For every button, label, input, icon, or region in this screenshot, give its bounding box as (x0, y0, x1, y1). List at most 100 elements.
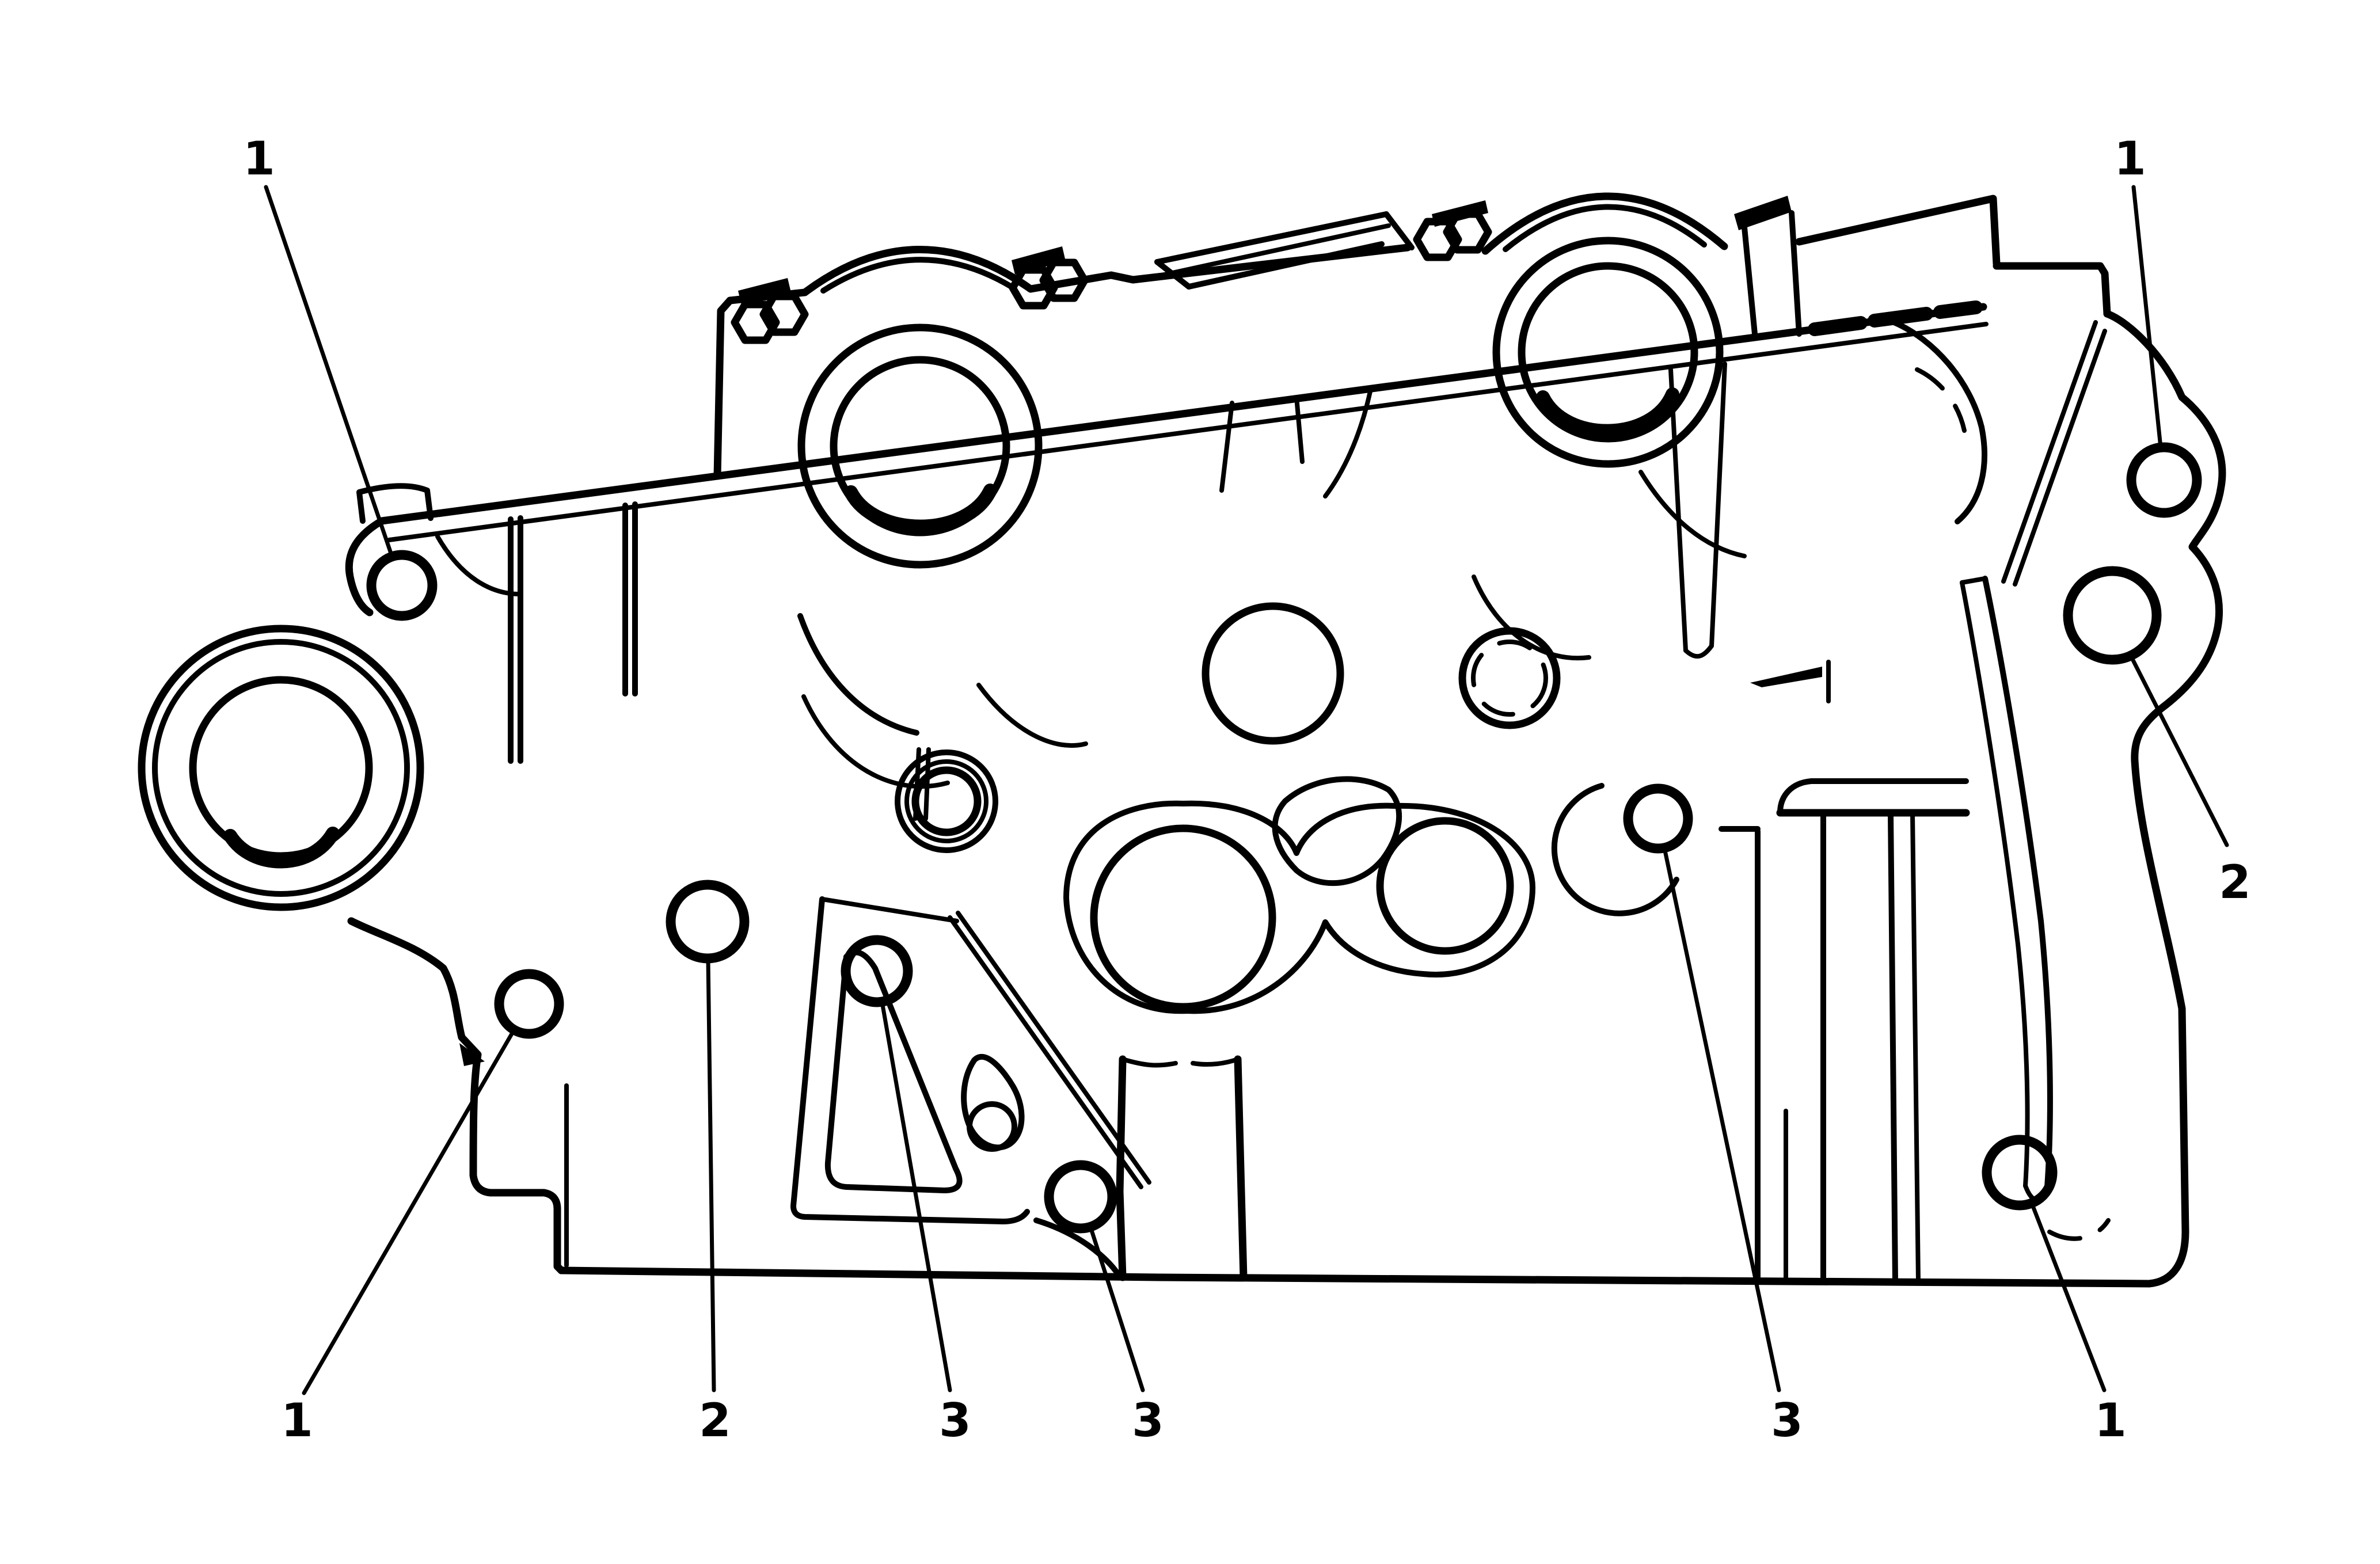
oil-gallery-blob (1272, 776, 1402, 886)
column-under-d-left (1116, 1055, 1127, 1281)
ring-port-c-outer (1458, 627, 1561, 729)
pocket-curve-1 (797, 613, 919, 736)
callout-leader-bottom-3c (1662, 846, 1781, 1392)
bracket-teardrop-hole (967, 1101, 1017, 1152)
callout-label-top-right-1: 1 (2114, 132, 2146, 185)
column-side-left (1742, 224, 1758, 337)
bracket-hypotenuse-a (948, 915, 1143, 1189)
flange-rib-b (2013, 329, 2107, 587)
bolt-hex-left-b (759, 292, 809, 336)
callout-label-top-left-1: 1 (243, 132, 275, 185)
port-b (1202, 602, 1344, 745)
gasket-hatch-1 (1808, 316, 1868, 336)
callout-leader-bottom-left-1 (302, 1028, 516, 1395)
deck-joint-lower-line (387, 322, 1989, 542)
carrier-top-right-edge (1795, 195, 2001, 268)
deck-joint-upper-line (378, 303, 1987, 525)
deck-rib-1 (1219, 401, 1234, 493)
cam-bore-2-shadow-arc (1536, 387, 1679, 438)
bolt-hex-mid-b (1039, 258, 1089, 302)
front-boss-shadow-arc (223, 827, 340, 869)
deck-rib-2 (1294, 395, 1305, 464)
bolt-hole-bottom-right-1 (1982, 1135, 2058, 1211)
callout-leader-bottom-3a (880, 999, 952, 1392)
bolt-hole-right-2 (2063, 566, 2162, 665)
right-flange-outline (2103, 310, 2226, 1288)
column-side-right (1789, 210, 1802, 337)
pocket-curve-3 (976, 683, 1088, 748)
right-bulge-arc (1891, 319, 1987, 524)
flange-rib-a (2001, 320, 2098, 584)
chamber-circle-d (1090, 824, 1276, 1011)
flange-slot-inner (1960, 580, 2030, 1188)
bolt-hole-bottom-3b (1044, 1160, 1117, 1234)
bolt-cap-left (738, 278, 791, 305)
callout-label-bottom-right-1: 1 (2094, 1394, 2127, 1447)
chamber-circle-e (1376, 817, 1514, 955)
column-cap (1734, 196, 1792, 230)
bolt-hole-bottom-3a (841, 935, 913, 1007)
rib-v5 (1910, 812, 1921, 1284)
cam-bore-2-inner (1518, 262, 1698, 443)
valve-cover-band-bottom (1186, 241, 1385, 290)
engine-line-art (138, 192, 2226, 1288)
callout-label-bottom-3a: 3 (939, 1394, 971, 1447)
callout-leader-right-2 (2128, 653, 2229, 847)
bolt-hole-top-right-1 (2126, 442, 2202, 518)
callout-label-right-2: 2 (2219, 855, 2251, 909)
taper-column-left (1668, 367, 1688, 653)
callout-leader-bottom-2 (706, 957, 716, 1392)
left-notch-wedge (459, 1043, 485, 1066)
bracket-inner-pocket (824, 949, 963, 1193)
head-top-right-step (1993, 262, 2111, 318)
chamber-boss-contour (1063, 800, 1535, 1014)
cam-bore-1-outer (797, 324, 1043, 569)
cam-bore-1-shadow-arc (844, 484, 997, 534)
boss-arc-around-3c (1551, 783, 1679, 916)
valve-cover-left-cap (1154, 259, 1192, 290)
front-boss-outer (138, 625, 424, 911)
bracket-outer (790, 896, 1030, 1224)
ring-port-c-inner (1471, 640, 1548, 717)
callout-label-bottom-3b: 3 (1132, 1394, 1164, 1447)
bottom-edge (557, 1266, 2153, 1288)
bracket-to-column-curve (1033, 1217, 1123, 1280)
front-boss-ring (152, 639, 410, 897)
cam-arch-2-outer (1481, 192, 1728, 255)
column-under-d-right (1234, 1055, 1248, 1281)
left-silhouette-upper (345, 517, 386, 617)
bolt-hex-right-a (1413, 218, 1462, 261)
port-curve-right-2 (1472, 574, 1591, 661)
gasket-hatch-3 (1933, 300, 1983, 319)
deck-rib-3 (1323, 389, 1373, 498)
bolt-hex-mid-a (1009, 266, 1058, 310)
ring-port-a-mid (904, 759, 989, 843)
column-under-d-top-left (1120, 1057, 1178, 1068)
callout-label-bottom-3c: 3 (1771, 1394, 1803, 1447)
bracket-teardrop (961, 1053, 1025, 1151)
bolt-hole-bottom-left-1 (494, 969, 564, 1039)
valve-cover-band-top (1154, 211, 1389, 265)
rib-v4 (1888, 811, 1898, 1284)
column-under-d-top-right (1191, 1057, 1240, 1067)
left-silhouette-lower (347, 917, 565, 1274)
bolt-hole-bottom-2 (666, 880, 750, 964)
flange-slot-outer (1982, 576, 2053, 1190)
front-boss-bore (189, 676, 373, 860)
cam-bore-2-outer (1492, 237, 1724, 468)
valve-cover-band-mid (1159, 223, 1391, 277)
port-curve-right-1 (1638, 470, 1747, 558)
callouts-layer: 1 1 2 1 2 3 3 3 1 (243, 132, 2251, 1447)
callout-label-bottom-2: 2 (699, 1394, 731, 1447)
rib-ledge-upper (1777, 778, 1969, 816)
callout-leader-top-right-1 (2131, 185, 2163, 450)
deck-rib-4 (435, 534, 522, 596)
callout-label-bottom-left-1: 1 (281, 1394, 313, 1447)
cam-carrier-top-profile (713, 243, 1412, 480)
right-bulge-hidden-arc (1915, 367, 1967, 433)
valve-cover-right-cap (1383, 211, 1415, 250)
taper-column-right (1709, 361, 1727, 648)
left-tab (356, 483, 434, 524)
